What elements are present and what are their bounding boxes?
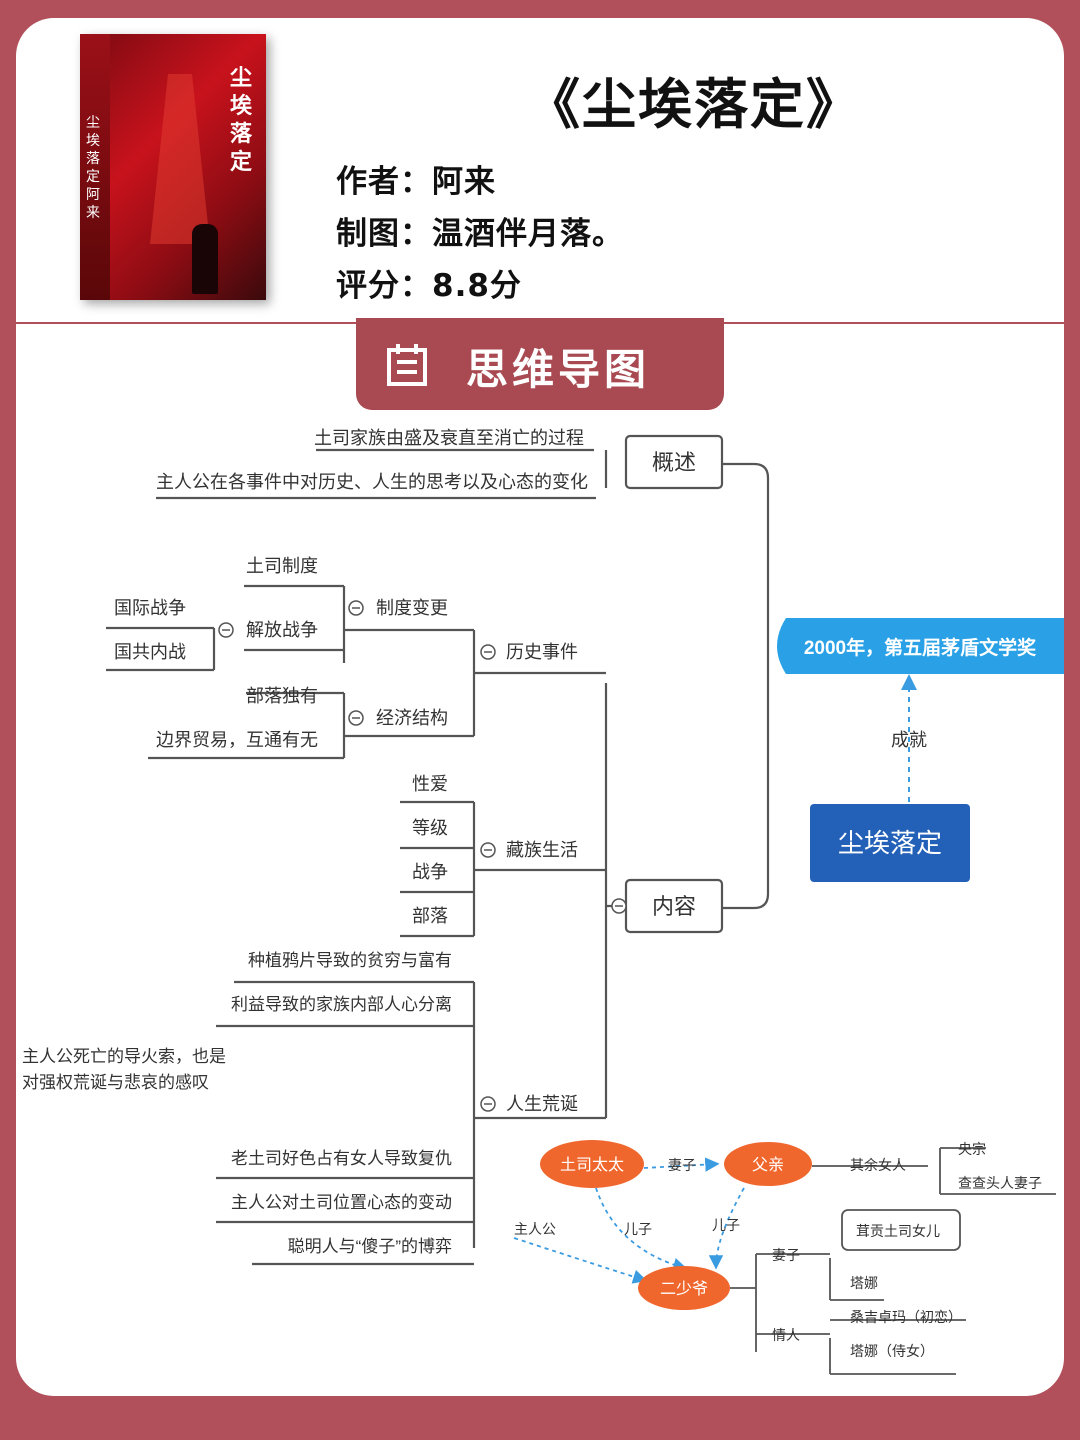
list-icon — [387, 344, 427, 386]
cover-figure-art — [192, 224, 218, 294]
other-women-item: 查查头人妻子 — [958, 1175, 1042, 1191]
son-node-label: 二少爷 — [660, 1280, 708, 1298]
tibetan-life-item: 战争 — [412, 862, 448, 882]
lover-item: 桑吉卓玛（初恋） — [850, 1309, 962, 1325]
son-wife-note: 茸贡土司女儿 — [856, 1223, 940, 1239]
mind-map: 概述 土司家族由盛及衰直至消亡的过程 主人公在各事件中对历史、人生的思考以及心态… — [22, 428, 1064, 1375]
mother-node-label: 土司太太 — [560, 1156, 624, 1174]
other-women-label: 其余女人 — [850, 1157, 906, 1173]
son-link-label: 儿子 — [624, 1221, 652, 1237]
content-label: 内容 — [652, 894, 696, 919]
award-node — [777, 618, 1064, 674]
rating-line: 评分：8.8分 — [336, 268, 522, 304]
economy-label: 经济结构 — [376, 708, 448, 728]
tibetan-life-item: 等级 — [412, 818, 448, 838]
root-label: 尘埃落定 — [838, 828, 942, 858]
tibetan-life-item: 性爱 — [412, 774, 448, 794]
lover-label: 情人 — [772, 1327, 800, 1343]
absurd-item: 主人公对土司位置心态的变动 — [231, 1193, 452, 1212]
author-line: 作者：阿来 — [336, 164, 496, 200]
overview-label: 概述 — [652, 450, 696, 475]
wife-link-label: 妻子 — [668, 1157, 696, 1173]
tibetan-life-label: 藏族生活 — [506, 840, 578, 860]
cover-title: 尘埃落定 — [229, 65, 252, 175]
absurd-label: 人生荒诞 — [506, 1094, 578, 1114]
protagonist-label: 主人公 — [514, 1221, 556, 1237]
son-link-label: 儿子 — [712, 1217, 740, 1233]
mind-map-connectors — [106, 434, 770, 1266]
overview-item: 主人公在各事件中对历史、人生的思考以及心态的变化 — [156, 472, 588, 492]
family-tree-lines — [730, 1147, 1056, 1375]
maker-line: 制图：温酒伴月落。 — [336, 216, 624, 252]
system-change-label: 制度变更 — [376, 598, 448, 618]
history-label: 历史事件 — [506, 642, 578, 662]
family-nodes — [540, 1140, 812, 1310]
achievement-label: 成就 — [891, 730, 927, 750]
tibetan-life-item: 部落 — [412, 906, 448, 926]
absurd-item: 对强权荒诞与悲哀的感叹 — [22, 1073, 209, 1092]
war-item: 国共内战 — [114, 642, 186, 662]
collapse-markers — [218, 600, 627, 1112]
poster-card: 尘埃落定 尘埃落定 阿来 《尘埃落定》 作者：阿来 制图：温酒伴月落。 评分：8… — [16, 18, 1064, 1396]
son-wife-label: 妻子 — [772, 1247, 800, 1263]
mindmap-banner: 思维导图 — [356, 318, 724, 410]
cover-spine-text: 尘埃落定 阿来 — [86, 115, 100, 221]
economy-item: 边界贸易，互通有无 — [156, 730, 318, 750]
lover-item: 塔娜（侍女） — [850, 1343, 934, 1359]
other-women-item: 央宗 — [958, 1141, 986, 1157]
absurd-item: 聪明人与“傻子”的博弈 — [288, 1237, 452, 1256]
father-node-label: 父亲 — [752, 1156, 784, 1174]
son-wife-name: 塔娜 — [850, 1275, 878, 1291]
root-node — [810, 804, 970, 882]
book-title: 《尘埃落定》 — [526, 73, 862, 136]
absurd-item: 主人公死亡的导火索，也是 — [22, 1047, 226, 1066]
war-item: 国际战争 — [114, 598, 186, 618]
tusi-system-label: 土司制度 — [246, 556, 318, 576]
absurd-item: 利益导致的家族内部人心分离 — [231, 995, 452, 1014]
cover-spine — [80, 34, 110, 300]
absurd-item: 老土司好色占有女人导致复仇 — [231, 1149, 452, 1168]
book-cover: 尘埃落定 尘埃落定 阿来 — [80, 34, 266, 300]
liberation-war-label: 解放战争 — [246, 620, 318, 640]
absurd-item: 种植鸦片导致的贫穷与富有 — [248, 951, 452, 970]
economy-item: 部落独有 — [246, 686, 318, 706]
overview-item: 土司家族由盛及衰直至消亡的过程 — [314, 428, 584, 448]
family-links — [513, 1157, 745, 1284]
award-label: 2000年，第五届茅盾文学奖 — [804, 636, 1037, 659]
mindmap-banner-label: 思维导图 — [466, 345, 651, 394]
